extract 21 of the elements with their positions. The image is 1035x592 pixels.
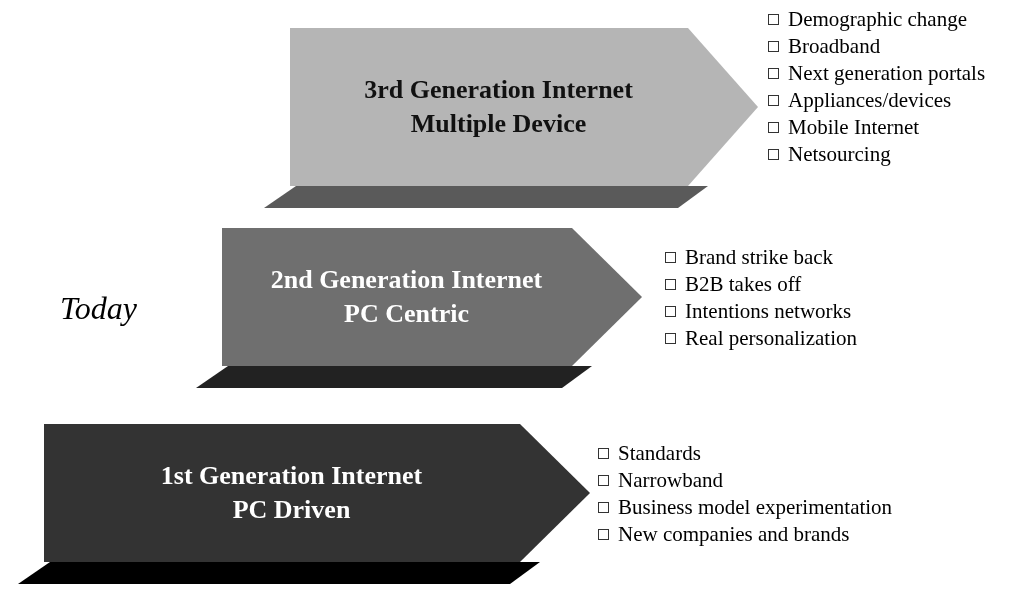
bullet-text: Appliances/devices <box>788 87 952 114</box>
bullet-text: B2B takes off <box>685 271 802 298</box>
banner-title: 2nd Generation Internet <box>269 264 544 296</box>
bullet-text: Intentions networks <box>685 298 852 325</box>
banner-title: 1st Generation Internet <box>159 460 424 492</box>
bullet-text: Next generation portals <box>788 60 986 87</box>
bullet-text: Standards <box>618 440 701 467</box>
bullet-text: Narrowband <box>618 467 723 494</box>
bullet-text: New companies and brands <box>618 521 850 548</box>
banner-title: 3rd Generation Internet <box>363 74 634 106</box>
banner-subtitle: Multiple Device <box>409 108 588 140</box>
side-label: Today <box>60 290 138 327</box>
banner-subtitle: PC Centric <box>343 298 470 330</box>
bullet-text: Real personalization <box>685 325 858 352</box>
bullet-text: Broadband <box>788 33 881 60</box>
bullet-text: Business model experimentation <box>618 494 893 521</box>
bullet-text: Demographic change <box>788 6 967 33</box>
banner-subtitle: PC Driven <box>231 494 352 526</box>
bullet-text: Mobile Internet <box>788 114 920 141</box>
bullet-text: Netsourcing <box>788 141 891 168</box>
bullet-text: Brand strike back <box>685 244 834 271</box>
